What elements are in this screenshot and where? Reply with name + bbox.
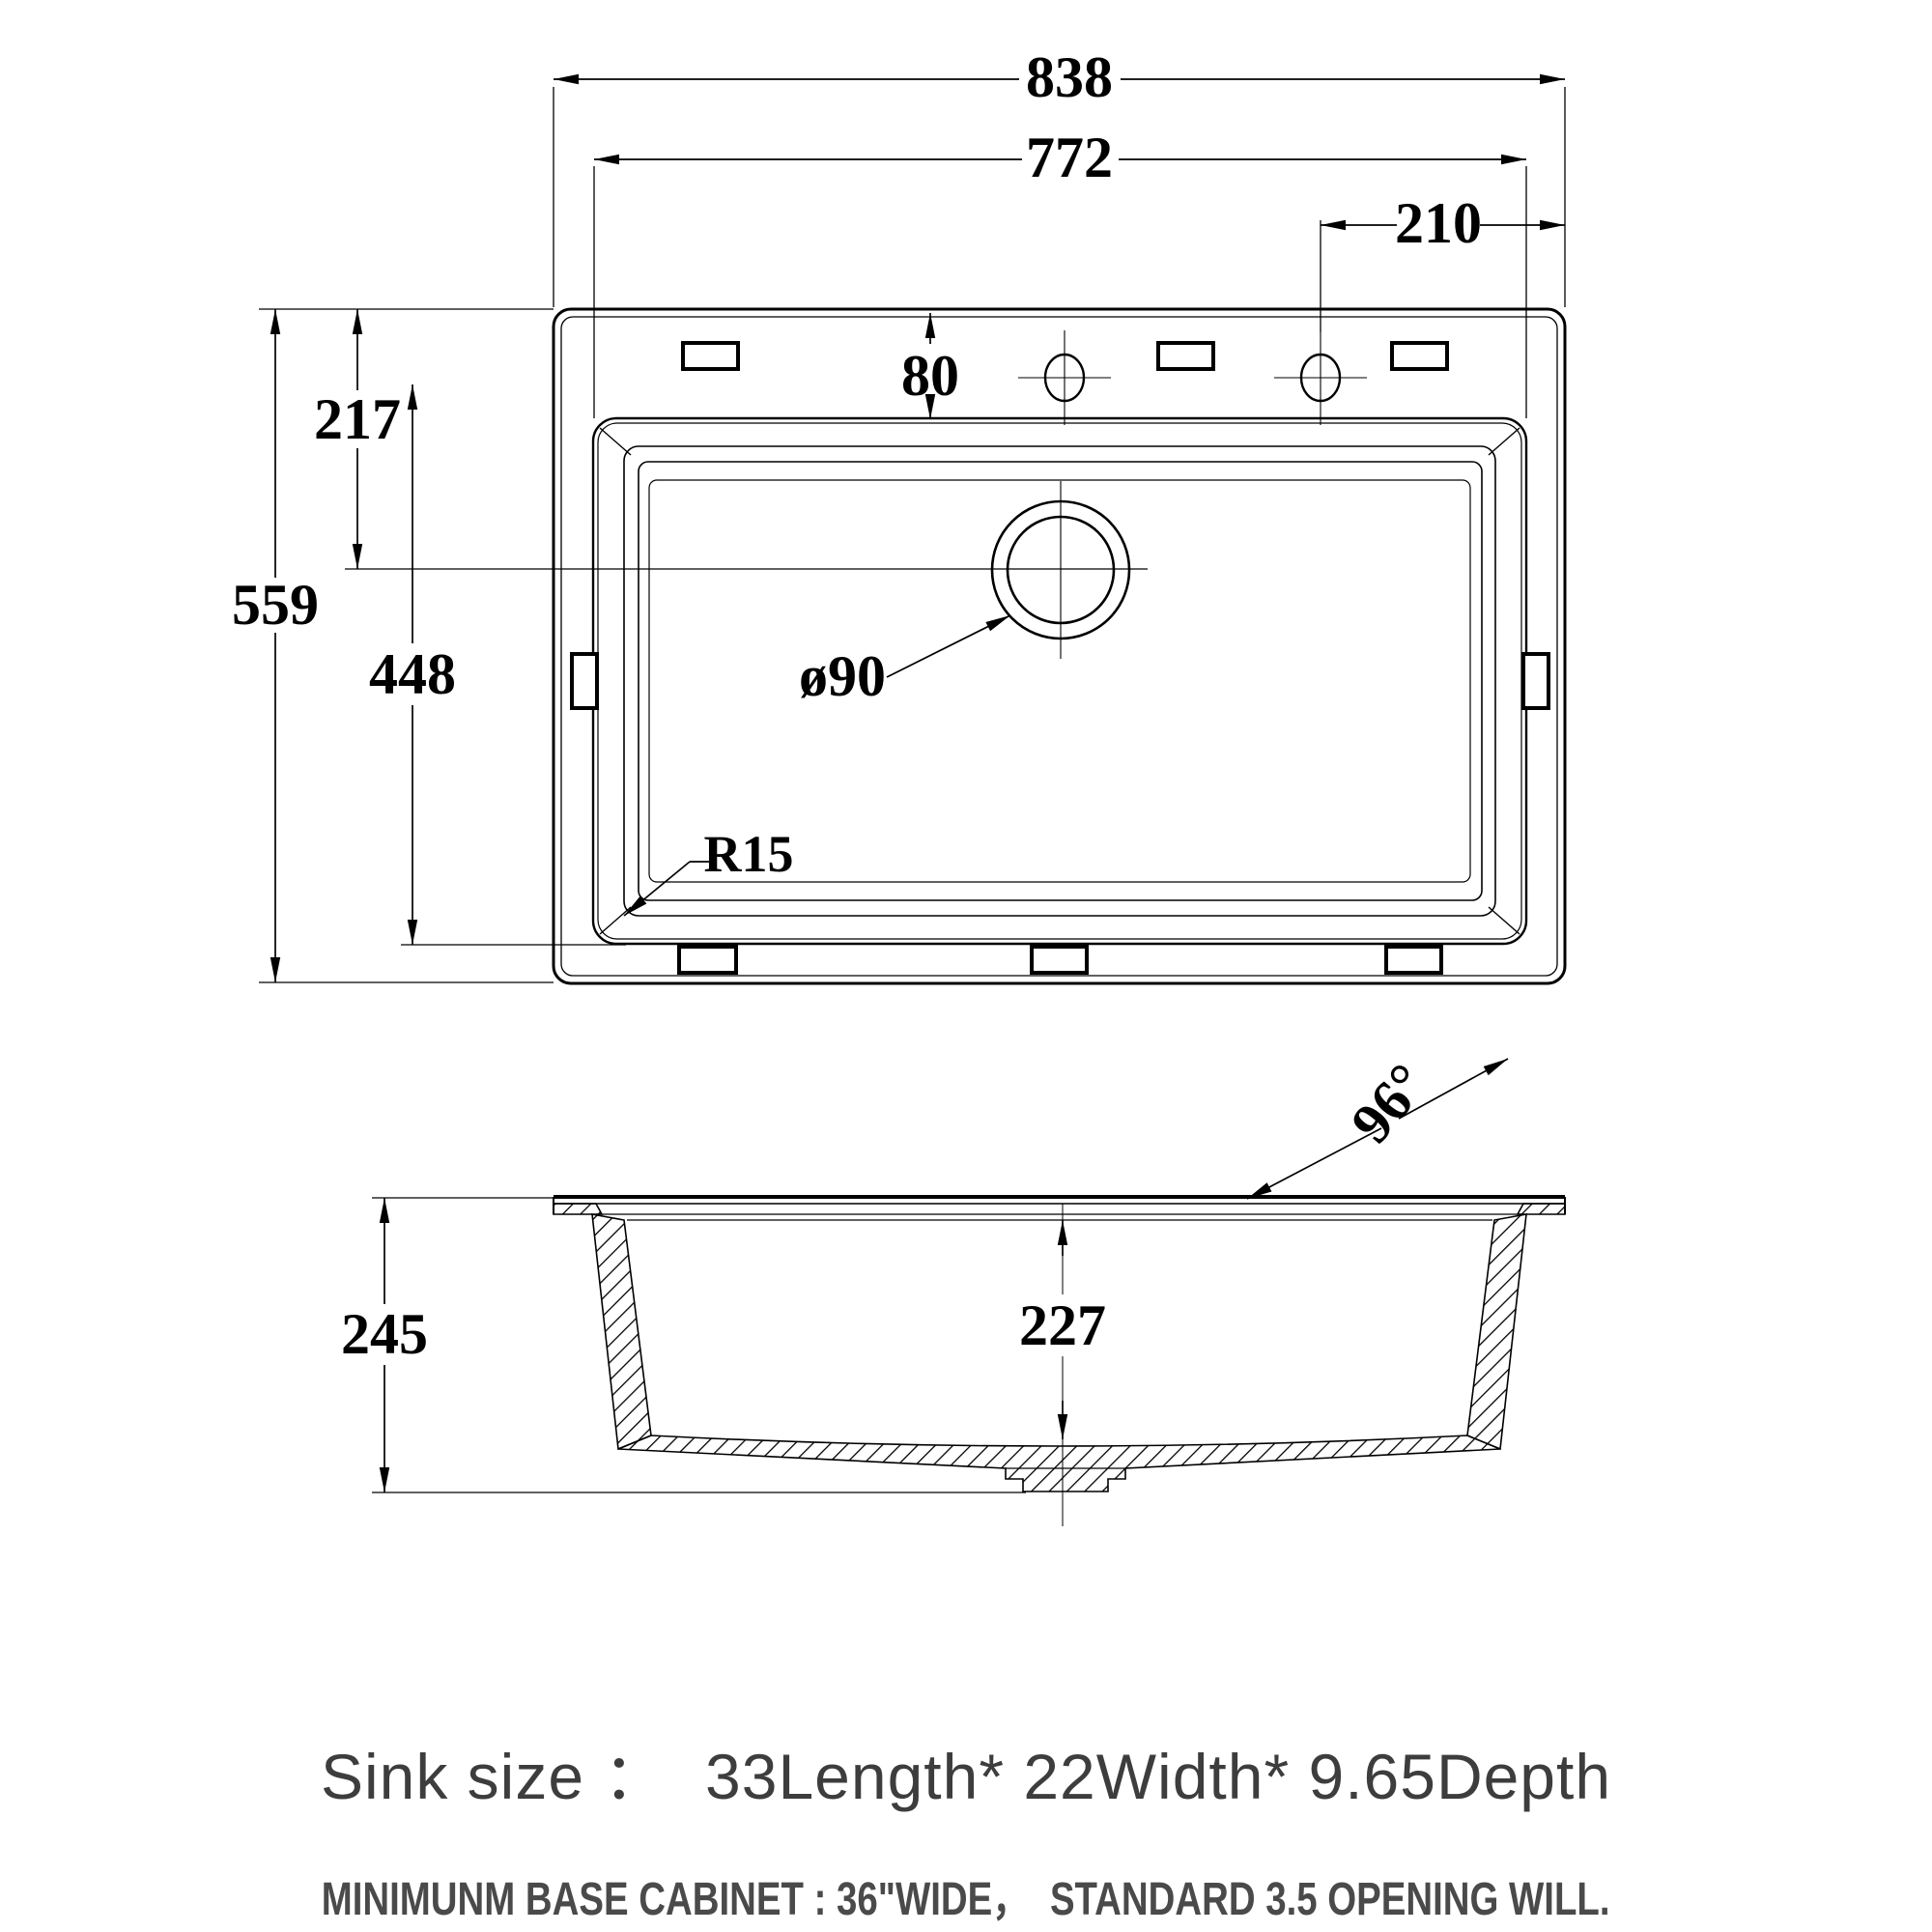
sink-outer-outline (552, 307, 1567, 985)
radius-leader (623, 861, 691, 917)
section-right-lip (1516, 1203, 1566, 1215)
caption-block: Sink size ： 33Length* 22Width* 9.65Depth… (0, 1710, 1932, 1932)
wall-angle-label: 96° (1339, 1052, 1440, 1155)
bowl-floor (648, 479, 1471, 883)
mounting-clip (677, 945, 738, 975)
drain (990, 481, 1131, 659)
dim-drain-to-bottom-label: 448 (369, 642, 456, 706)
mounting-clip (1156, 341, 1215, 371)
section-left-wall (591, 1213, 652, 1451)
angle-leader-lower (1246, 1127, 1382, 1200)
drain-leader (886, 614, 1011, 678)
dim-opening-width-label: 772 (1026, 126, 1113, 189)
dimension-lines (270, 73, 1565, 982)
top-view (259, 73, 1567, 985)
mounting-clip (1521, 652, 1550, 710)
mounting-clip (1384, 945, 1443, 975)
corner-radius-label: R15 (704, 825, 794, 883)
mounting-clip (1030, 945, 1089, 975)
bowl-rim-step (623, 445, 1496, 917)
dim-bowl-depth-label: 227 (1019, 1293, 1106, 1357)
angle-leader-upper (1398, 1058, 1509, 1120)
dim-overall-width-label: 838 (1026, 45, 1113, 109)
cabinet-note-caption: MINIMUNM BASE CABINET : 36"WIDE， STANDAR… (322, 1874, 1610, 1925)
faucet-holes (1018, 330, 1367, 425)
extension-lines (259, 87, 1566, 983)
section-view (372, 1058, 1566, 1526)
section-bottom (617, 1435, 1501, 1492)
mounting-clip (570, 652, 599, 710)
section-left-lip (553, 1203, 604, 1215)
bowl-inner-wall (638, 461, 1483, 901)
sink-technical-drawing: 838 772 210 80 217 559 448 ø90 R15 (232, 45, 1567, 1526)
dim-overall-depth-label: 559 (232, 573, 319, 637)
mounting-clip (1390, 341, 1449, 371)
dim-edge-to-bowl-label: 80 (901, 344, 959, 408)
mounting-clips (570, 341, 1550, 975)
dim-hole-offset-label: 210 (1395, 191, 1482, 255)
mounting-clip (681, 341, 740, 371)
sink-outer-inner-line (560, 316, 1558, 977)
dim-total-height-label: 245 (341, 1302, 428, 1366)
drain-diameter-label: ø90 (799, 644, 886, 708)
section-right-wall (1466, 1213, 1527, 1451)
sink-size-caption: Sink size ： 33Length* 22Width* 9.65Depth (320, 1741, 1612, 1812)
dim-edge-to-drain-label: 217 (314, 387, 401, 451)
